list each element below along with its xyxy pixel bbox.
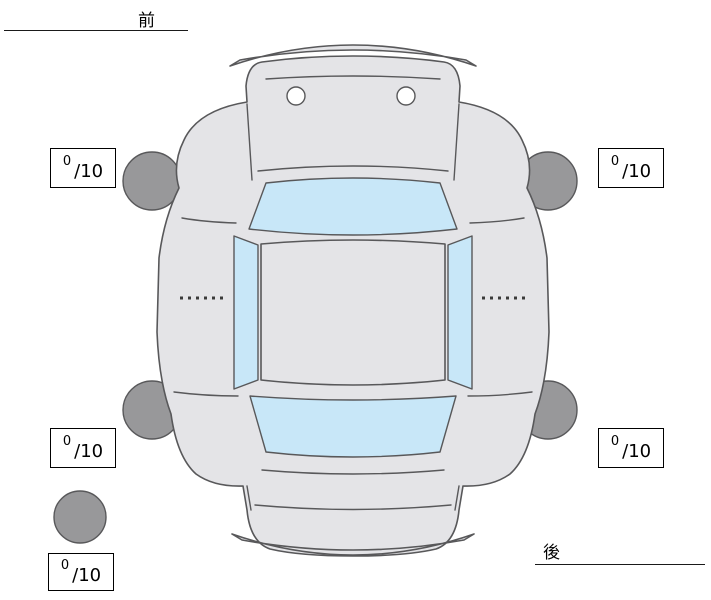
- front-windshield: [248, 177, 458, 236]
- rear-label-underline: [535, 564, 705, 565]
- tire-score-value: 0: [62, 153, 72, 169]
- tire-score-rear-right: 0 /10: [598, 428, 664, 468]
- rear-windshield: [249, 395, 457, 458]
- front-label: 前: [138, 11, 156, 31]
- tire-score-max: /10: [72, 564, 102, 586]
- tire-score-max: /10: [622, 440, 652, 462]
- rear-label: 後: [543, 543, 561, 563]
- side-window-right: [447, 235, 473, 390]
- tire-score-max: /10: [74, 160, 104, 182]
- side-window-left: [233, 235, 259, 390]
- tire-score-front-right: 0 /10: [598, 148, 664, 188]
- tire-score-spare: 0 /10: [48, 553, 114, 591]
- front-bumper: [229, 44, 477, 67]
- roof-panel: [260, 239, 446, 386]
- tire-score-value: 0: [610, 433, 620, 449]
- tire-score-rear-left: 0 /10: [50, 428, 116, 468]
- rear-bumper: [231, 533, 475, 556]
- front-label-underline: [4, 30, 188, 31]
- tire-score-value: 0: [62, 433, 72, 449]
- tire-score-value: 0: [610, 153, 620, 169]
- tire-spare: [53, 490, 107, 544]
- tire-score-value: 0: [60, 557, 70, 573]
- tire-score-max: /10: [622, 160, 652, 182]
- hood-lamp-right: [396, 86, 416, 106]
- tire-score-max: /10: [74, 440, 104, 462]
- body-seam-lines: [173, 75, 533, 511]
- tire-score-front-left: 0 /10: [50, 148, 116, 188]
- hood-lamp-left: [286, 86, 306, 106]
